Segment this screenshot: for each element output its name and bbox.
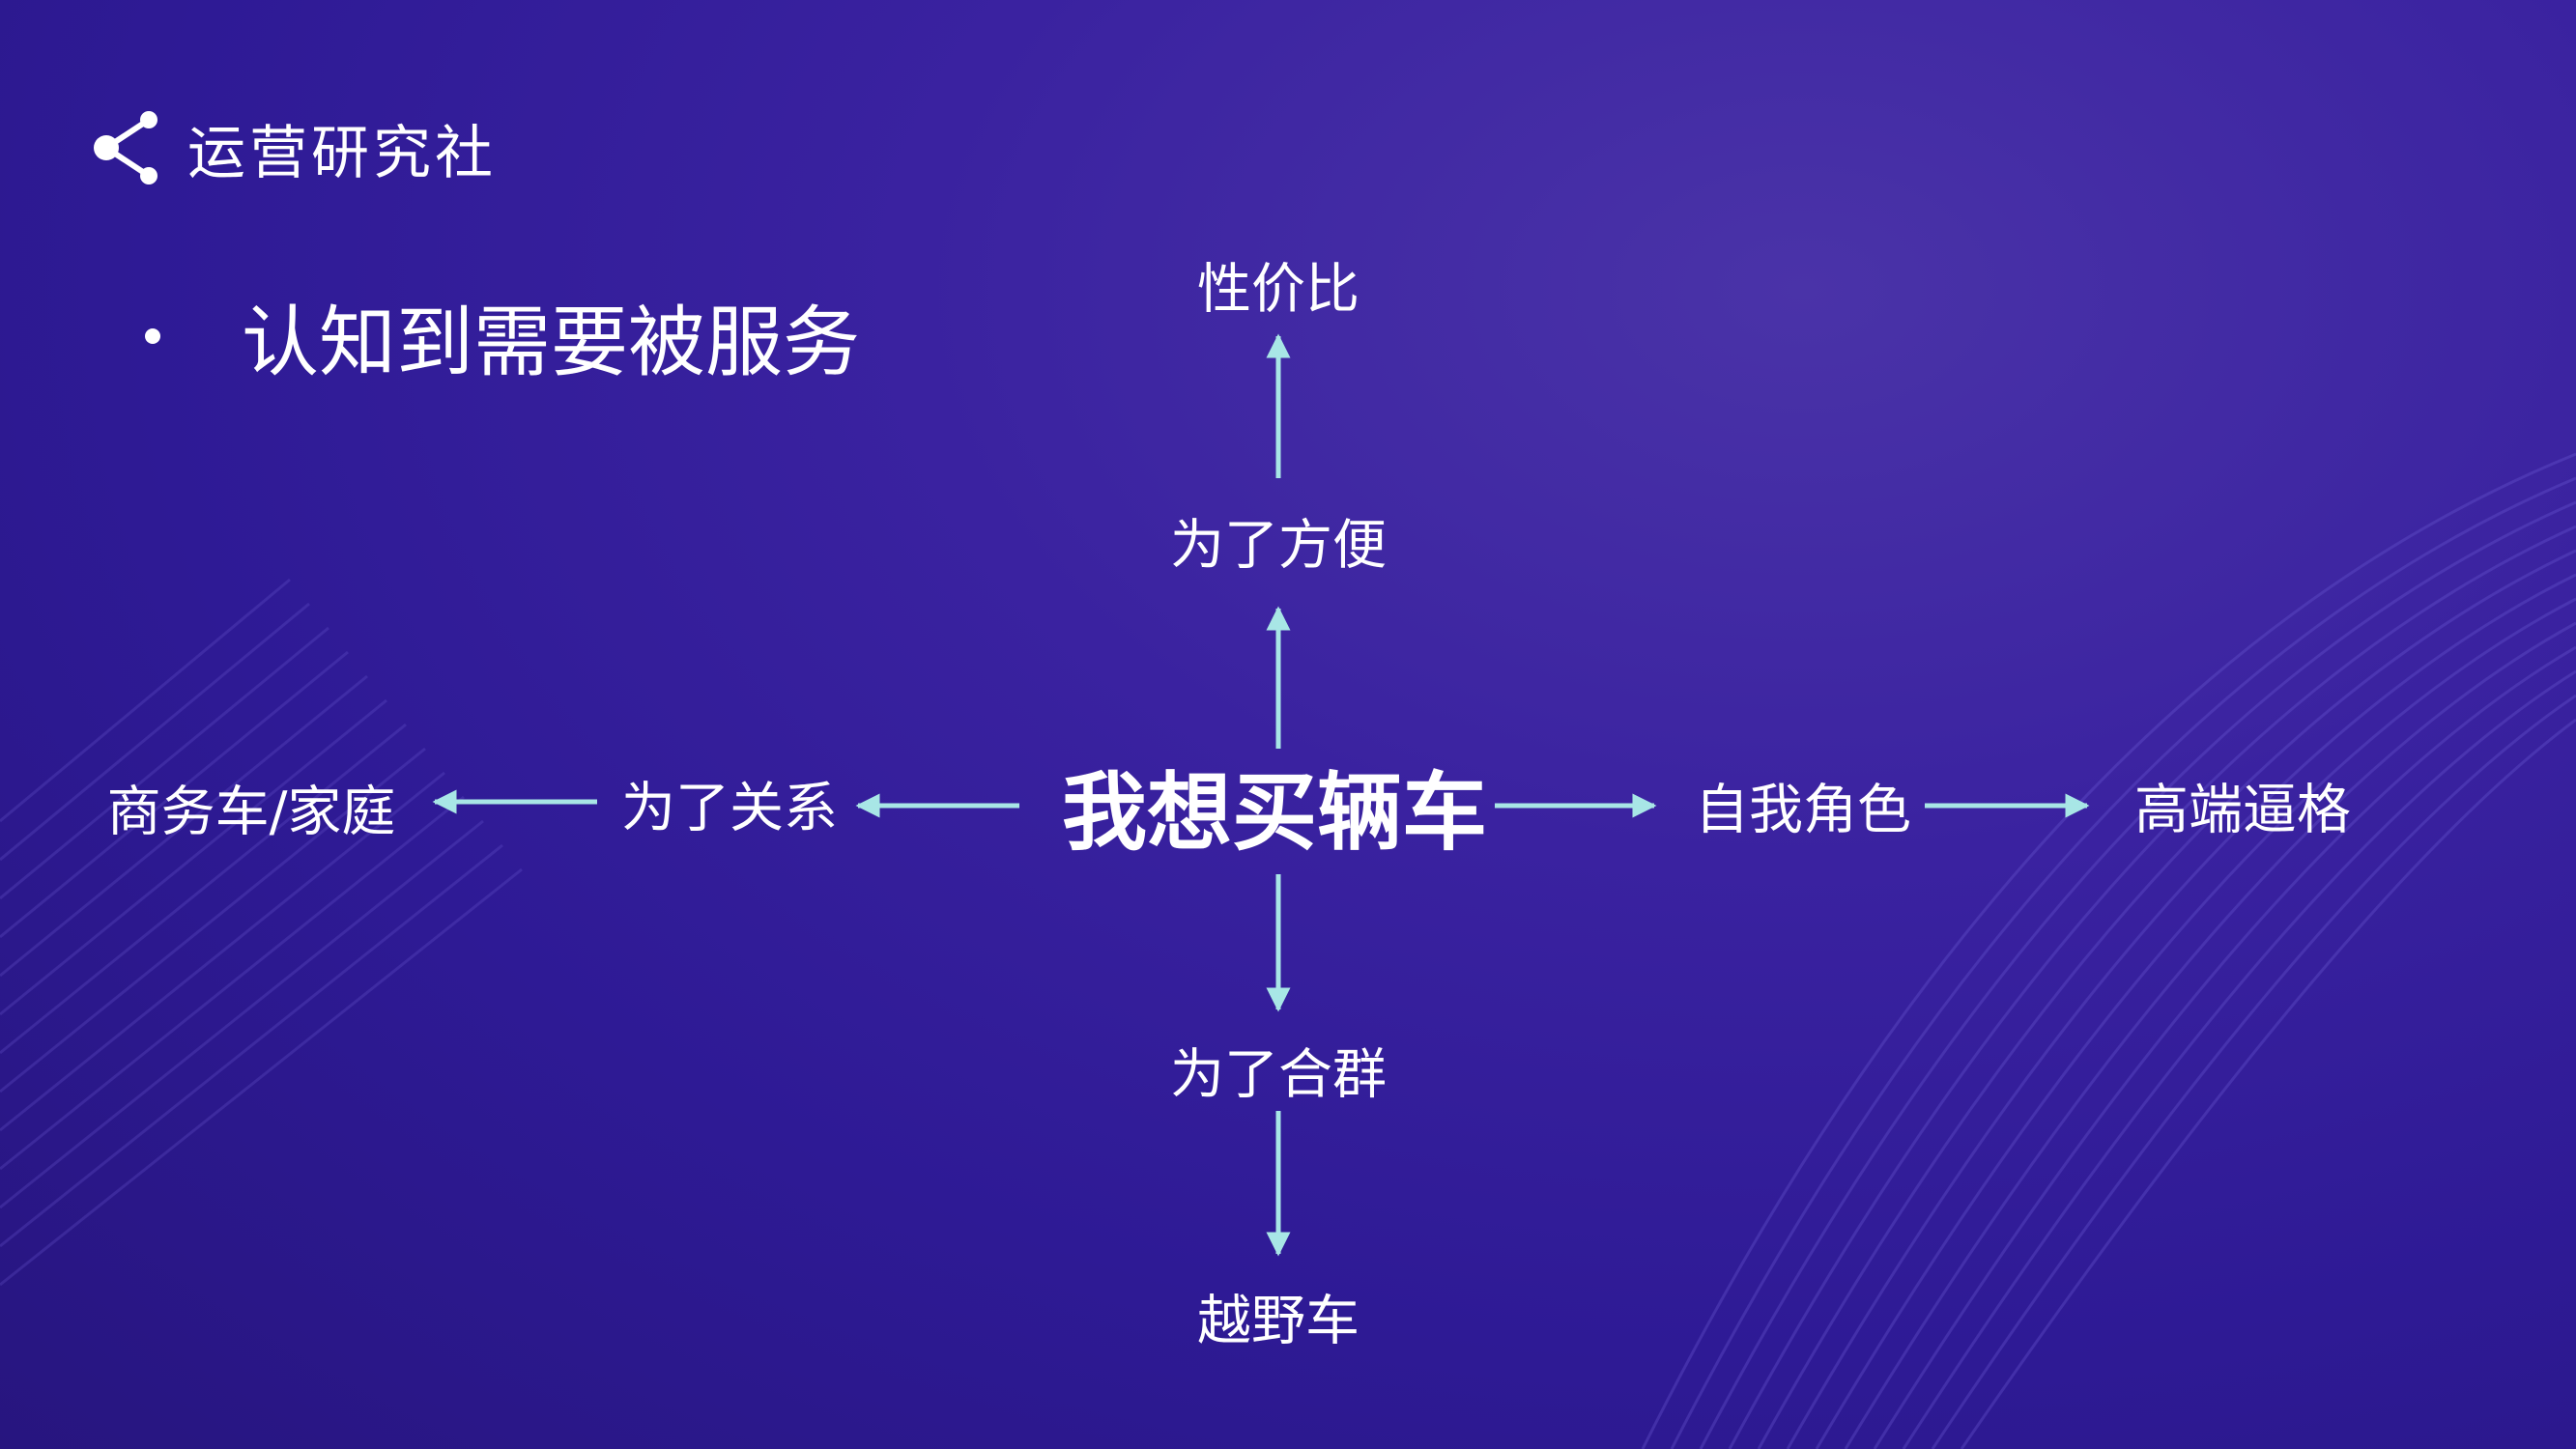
share-icon — [94, 111, 157, 185]
node-left-mid: 为了关系 — [621, 777, 838, 840]
logo-text: 运营研究社 — [187, 119, 497, 187]
node-up-mid: 为了方便 — [1170, 514, 1387, 578]
node-right-mid: 自我角色 — [1695, 779, 1911, 842]
node-up-end: 性价比 — [1197, 258, 1360, 322]
bullet-dot — [145, 328, 160, 344]
node-right-end: 高端逼格 — [2134, 779, 2351, 842]
node-down-mid: 为了合群 — [1170, 1043, 1387, 1107]
node-left-end: 商务车/家庭 — [106, 781, 396, 844]
center-node: 我想买辆车 — [1061, 762, 1488, 863]
bullet-point: 认知到需要被服务 — [145, 280, 860, 392]
node-down-end: 越野车 — [1197, 1290, 1360, 1353]
logo: 运营研究社 — [87, 104, 497, 191]
bullet-text: 认知到需要被服务 — [242, 298, 860, 387]
